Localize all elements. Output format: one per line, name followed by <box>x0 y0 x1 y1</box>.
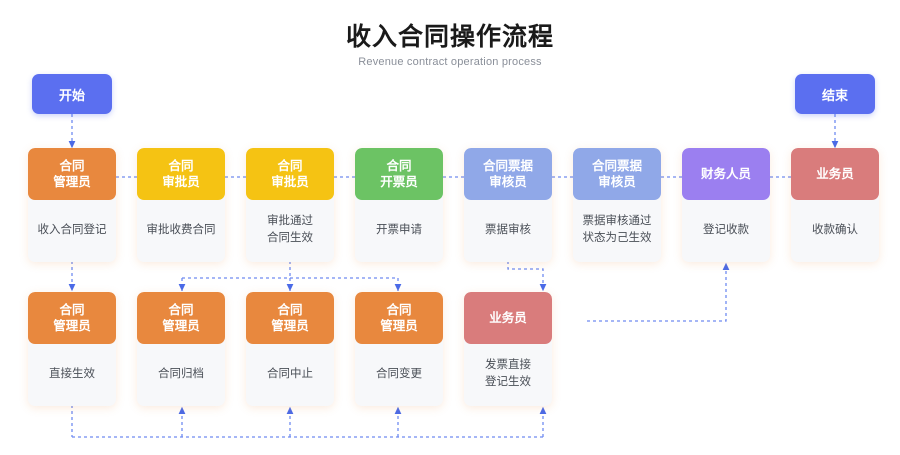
process-card-r2c2-desc-line-0: 合同归档 <box>158 367 204 380</box>
process-card-r2c3-role-line-1: 管理员 <box>271 319 309 333</box>
process-card-r2c5-desc-line-1: 登记生效 <box>485 376 531 388</box>
process-card-r1c8-role-line-0: 业务员 <box>816 167 854 181</box>
process-card-r1c2-role-line-0: 合同 <box>168 159 194 173</box>
process-card-r1c1-desc: 收入合同登记 <box>28 200 116 262</box>
process-card-r1c1-role-line-0: 合同 <box>59 159 85 173</box>
process-card-r1c3-desc-line-0: 审批通过 <box>267 215 313 227</box>
terminal-start-label: 开始 <box>58 87 85 103</box>
process-card-r2c1-role: 合同管理员 <box>28 292 116 344</box>
process-card-r1c7-desc: 登记收款 <box>682 200 770 262</box>
process-card-r1c3-role: 合同审批员 <box>246 148 334 200</box>
process-card-r2c5[interactable]: 业务员发票直接登记生效 <box>464 292 552 406</box>
process-card-r1c8-role: 业务员 <box>791 148 879 200</box>
process-card-r1c5-desc-line-0: 票据审核 <box>485 223 531 236</box>
process-card-r1c6[interactable]: 合同票据审核员票据审核通过状态为己生效 <box>573 148 661 262</box>
process-card-r1c2[interactable]: 合同审批员审批收费合同 <box>137 148 225 262</box>
process-card-r1c4-role: 合同开票员 <box>355 148 443 200</box>
process-card-r2c2-desc: 合同归档 <box>137 344 225 406</box>
process-card-r1c2-desc: 审批收费合同 <box>137 200 225 262</box>
process-card-r1c7-desc-line-0: 登记收款 <box>703 223 749 236</box>
process-card-r2c4-desc-line-0: 合同变更 <box>376 367 422 380</box>
terminal-end-label: 结束 <box>821 87 848 103</box>
process-card-r1c1-role-line-1: 管理员 <box>53 175 91 189</box>
process-card-r1c5-role: 合同票据审核员 <box>464 148 552 200</box>
process-card-r1c7[interactable]: 财务人员登记收款 <box>682 148 770 262</box>
page-title: 收入合同操作流程 <box>345 23 554 51</box>
process-card-r1c4-desc-line-0: 开票申请 <box>376 223 422 236</box>
process-card-r2c3-desc-line-0: 合同中止 <box>267 367 313 380</box>
process-card-r2c3-desc: 合同中止 <box>246 344 334 406</box>
process-card-r2c1-role-line-1: 管理员 <box>53 319 91 333</box>
process-card-r1c7-role-line-0: 财务人员 <box>700 167 751 181</box>
process-card-r1c2-role-line-1: 审批员 <box>162 175 200 189</box>
process-card-r2c1-role-line-0: 合同 <box>59 303 85 317</box>
process-card-r1c6-role-line-0: 合同票据 <box>591 159 642 173</box>
process-card-r1c6-desc: 票据审核通过状态为己生效 <box>573 200 661 262</box>
process-card-r2c4[interactable]: 合同管理员合同变更 <box>355 292 443 406</box>
process-card-r2c5-role: 业务员 <box>464 292 552 344</box>
process-card-r2c4-desc: 合同变更 <box>355 344 443 406</box>
process-card-r1c1-role: 合同管理员 <box>28 148 116 200</box>
process-card-r1c5-role-line-0: 合同票据 <box>482 159 533 173</box>
process-card-r1c8[interactable]: 业务员收款确认 <box>791 148 879 262</box>
process-card-r2c1-desc-line-0: 直接生效 <box>49 367 95 380</box>
process-card-r1c4-role-line-1: 开票员 <box>380 175 418 189</box>
process-card-r1c3-desc-line-1: 合同生效 <box>267 232 313 244</box>
process-card-r2c1[interactable]: 合同管理员直接生效 <box>28 292 116 406</box>
process-card-r2c2[interactable]: 合同管理员合同归档 <box>137 292 225 406</box>
process-card-r2c2-role: 合同管理员 <box>137 292 225 344</box>
process-card-r2c4-role: 合同管理员 <box>355 292 443 344</box>
process-card-r2c5-desc-line-0: 发票直接 <box>485 359 531 371</box>
process-card-r2c4-role-line-1: 管理员 <box>380 319 418 333</box>
process-card-r1c1[interactable]: 合同管理员收入合同登记 <box>28 148 116 262</box>
process-card-r2c3[interactable]: 合同管理员合同中止 <box>246 292 334 406</box>
process-card-r2c2-role-line-1: 管理员 <box>162 319 200 333</box>
process-card-r2c5-role-line-0: 业务员 <box>489 311 527 325</box>
process-card-r2c3-role: 合同管理员 <box>246 292 334 344</box>
process-card-r1c6-desc-line-0: 票据审核通过 <box>582 215 652 227</box>
process-card-r1c3-role-line-0: 合同 <box>277 159 303 173</box>
process-card-r1c2-role: 合同审批员 <box>137 148 225 200</box>
process-card-r1c6-desc-line-1: 状态为己生效 <box>582 232 652 244</box>
process-card-r1c5-role-line-1: 审核员 <box>489 175 527 189</box>
process-card-r1c4-desc: 开票申请 <box>355 200 443 262</box>
page-subtitle: Revenue contract operation process <box>358 55 542 68</box>
process-card-r1c8-desc-line-0: 收款确认 <box>812 223 858 236</box>
process-card-r1c8-desc: 收款确认 <box>791 200 879 262</box>
process-card-r1c6-role: 合同票据审核员 <box>573 148 661 200</box>
process-card-r2c4-role-line-0: 合同 <box>386 303 412 317</box>
process-card-r1c5[interactable]: 合同票据审核员票据审核 <box>464 148 552 262</box>
process-card-r1c2-desc-line-0: 审批收费合同 <box>146 223 216 236</box>
process-card-r1c6-role-line-1: 审核员 <box>598 175 636 189</box>
process-card-r1c3-role-line-1: 审批员 <box>271 175 309 189</box>
process-card-r2c3-role-line-0: 合同 <box>277 303 303 317</box>
wire-r2c5-to-r1c7 <box>587 262 730 322</box>
title-block: 收入合同操作流程 Revenue contract operation proc… <box>0 23 900 68</box>
process-card-r1c7-role: 财务人员 <box>682 148 770 200</box>
terminal-end[interactable]: 结束 <box>795 74 875 114</box>
process-card-r1c3[interactable]: 合同审批员审批通过合同生效 <box>246 148 334 262</box>
terminal-start[interactable]: 开始 <box>32 74 112 114</box>
process-card-r1c5-desc: 票据审核 <box>464 200 552 262</box>
process-card-r1c4[interactable]: 合同开票员开票申请 <box>355 148 443 262</box>
process-card-r2c1-desc: 直接生效 <box>28 344 116 406</box>
process-card-r1c1-desc-line-0: 收入合同登记 <box>37 223 107 236</box>
process-card-r2c5-desc: 发票直接登记生效 <box>464 344 552 406</box>
wire-r1c5-to-r2c5 <box>507 261 547 292</box>
process-card-r1c4-role-line-0: 合同 <box>386 159 412 173</box>
process-card-r1c3-desc: 审批通过合同生效 <box>246 200 334 262</box>
process-card-r2c2-role-line-0: 合同 <box>168 303 194 317</box>
